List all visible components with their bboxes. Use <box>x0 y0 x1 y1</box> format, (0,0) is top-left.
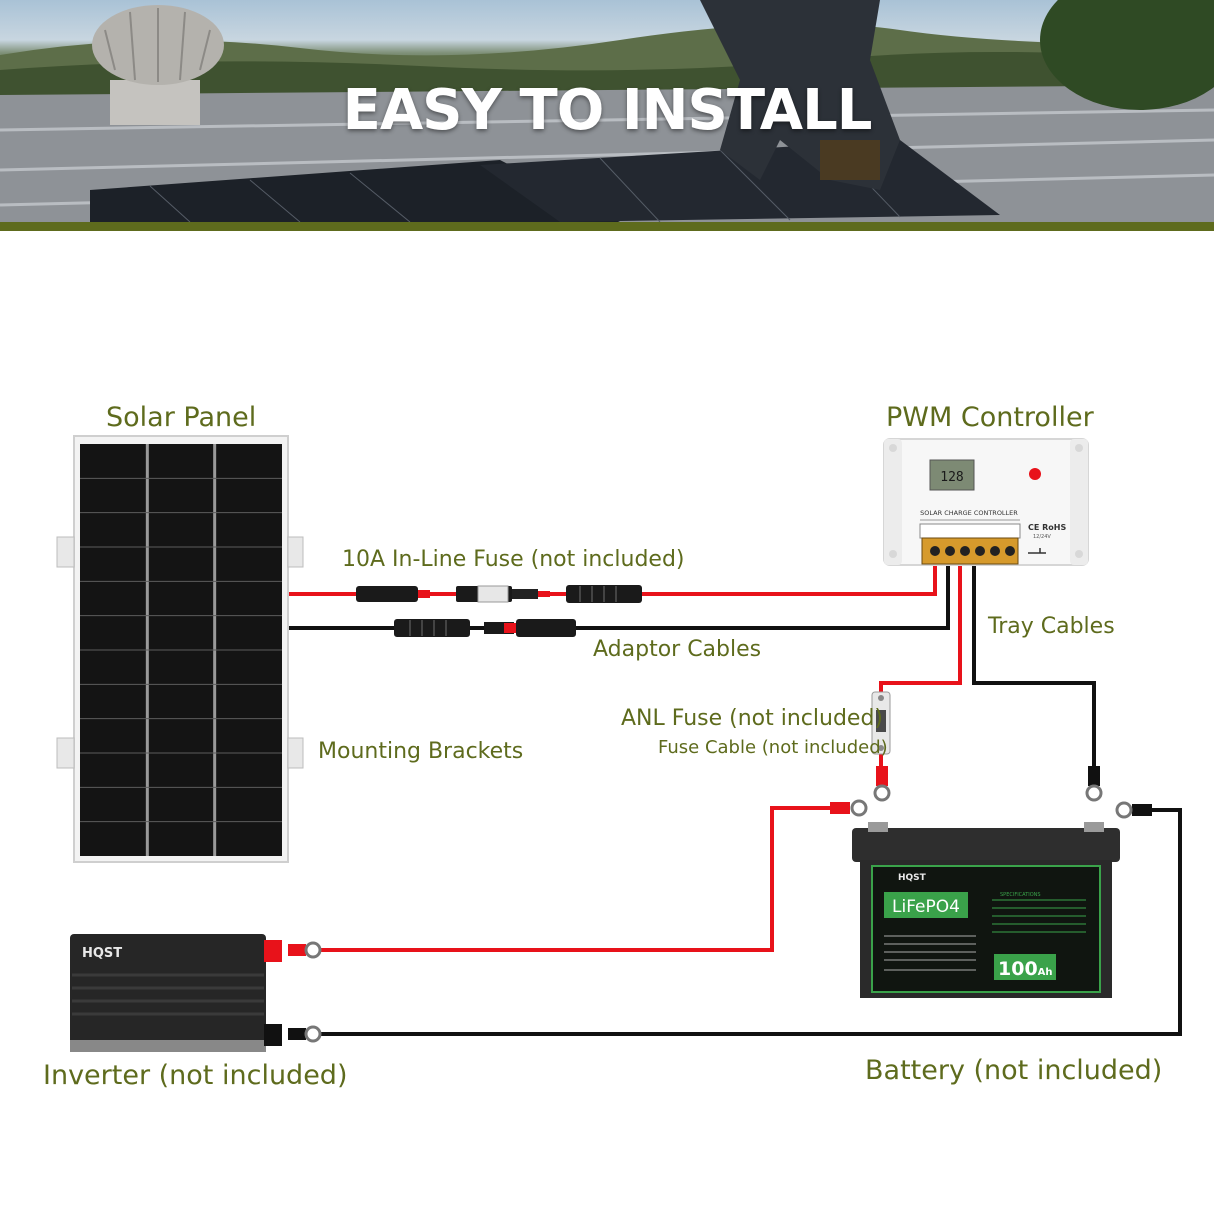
label-fuse-cable: Fuse Cable (not included) <box>658 737 888 758</box>
controller-battery-negative-wire <box>972 564 1096 772</box>
controller-voltage: 12/24V <box>1033 534 1051 540</box>
battery <box>852 822 1120 998</box>
controller-display: 128 <box>940 470 963 485</box>
label-anl-fuse: ANL Fuse (not included) <box>621 706 884 731</box>
hero-photo <box>0 0 1214 222</box>
inline-fuse-assembly <box>356 585 642 603</box>
status-led <box>1029 468 1041 480</box>
ring-terminals <box>288 766 1152 1043</box>
label-tray-cables: Tray Cables <box>988 614 1115 639</box>
usb-icon <box>1028 548 1046 554</box>
controller-cert: CE RoHS <box>1028 523 1066 532</box>
pwm-controller <box>883 438 1089 566</box>
label-solar-panel: Solar Panel <box>106 402 257 433</box>
label-battery: Battery (not included) <box>865 1055 1163 1086</box>
controller-battery-positive-wire <box>879 564 962 696</box>
solar-panel <box>56 435 304 863</box>
inverter <box>70 934 282 1052</box>
inverter-negative-wire <box>318 808 1182 1036</box>
battery-capacity: 100Ah <box>998 958 1053 980</box>
label-inverter: Inverter (not included) <box>43 1060 348 1091</box>
label-adaptor-cables: Adaptor Cables <box>593 637 762 662</box>
inverter-positive-wire <box>318 806 834 952</box>
mounting-bracket <box>56 536 304 769</box>
battery-spec-title: SPECIFICATIONS <box>1000 892 1041 898</box>
hero-accent-band <box>0 222 1214 231</box>
battery-chemistry: LiFePO4 <box>892 897 960 917</box>
controller-name: SOLAR CHARGE CONTROLLER <box>920 509 1018 517</box>
battery-brand: HQST <box>898 873 927 883</box>
label-mounting-brackets: Mounting Brackets <box>318 739 524 764</box>
adaptor-cable-connectors <box>394 619 576 637</box>
anl-fuse <box>871 691 891 755</box>
label-inline-fuse: 10A In-Line Fuse (not included) <box>342 547 685 572</box>
page-title: EASY TO INSTALL <box>342 78 873 143</box>
inverter-brand: HQST <box>82 946 122 961</box>
label-pwm-controller: PWM Controller <box>886 402 1094 433</box>
hero-banner: EASY TO INSTALL <box>0 0 1214 222</box>
